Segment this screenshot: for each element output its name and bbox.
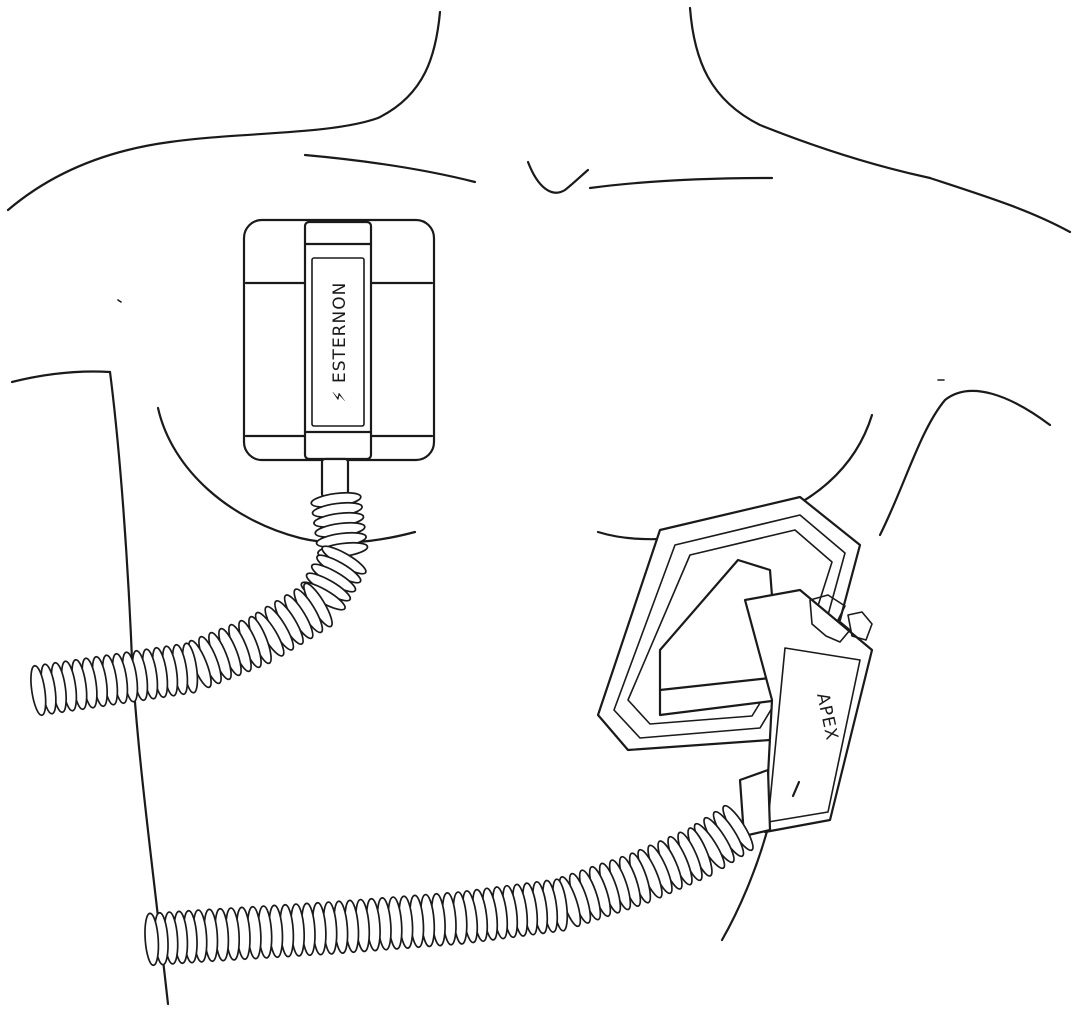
- right-clavicle-line: [590, 178, 772, 188]
- apex-paddle-connector: [848, 612, 872, 640]
- apex-paddle-coiled-cable: [143, 803, 757, 966]
- torso-outline: [8, 8, 1070, 1004]
- sternum-paddle-cable-neck: [322, 459, 348, 497]
- apex-paddle: APEX: [598, 497, 872, 836]
- left-shoulder-line: [8, 142, 170, 210]
- neck-left-line: [170, 12, 440, 142]
- sternum-paddle-coiled-cable: [28, 490, 369, 716]
- stray-mark: [118, 300, 121, 302]
- right-shoulder-line: [930, 178, 1070, 232]
- sternum-paddle: ⚡ ESTERNON: [244, 220, 434, 497]
- left-arm-outer-line: [12, 372, 110, 382]
- sternum-paddle-label: ⚡ ESTERNON: [330, 282, 350, 403]
- sternal-notch-line: [528, 162, 588, 193]
- neck-right-line: [690, 8, 930, 178]
- left-clavicle-line: [305, 155, 475, 182]
- right-arm-upper-line: [880, 391, 1050, 535]
